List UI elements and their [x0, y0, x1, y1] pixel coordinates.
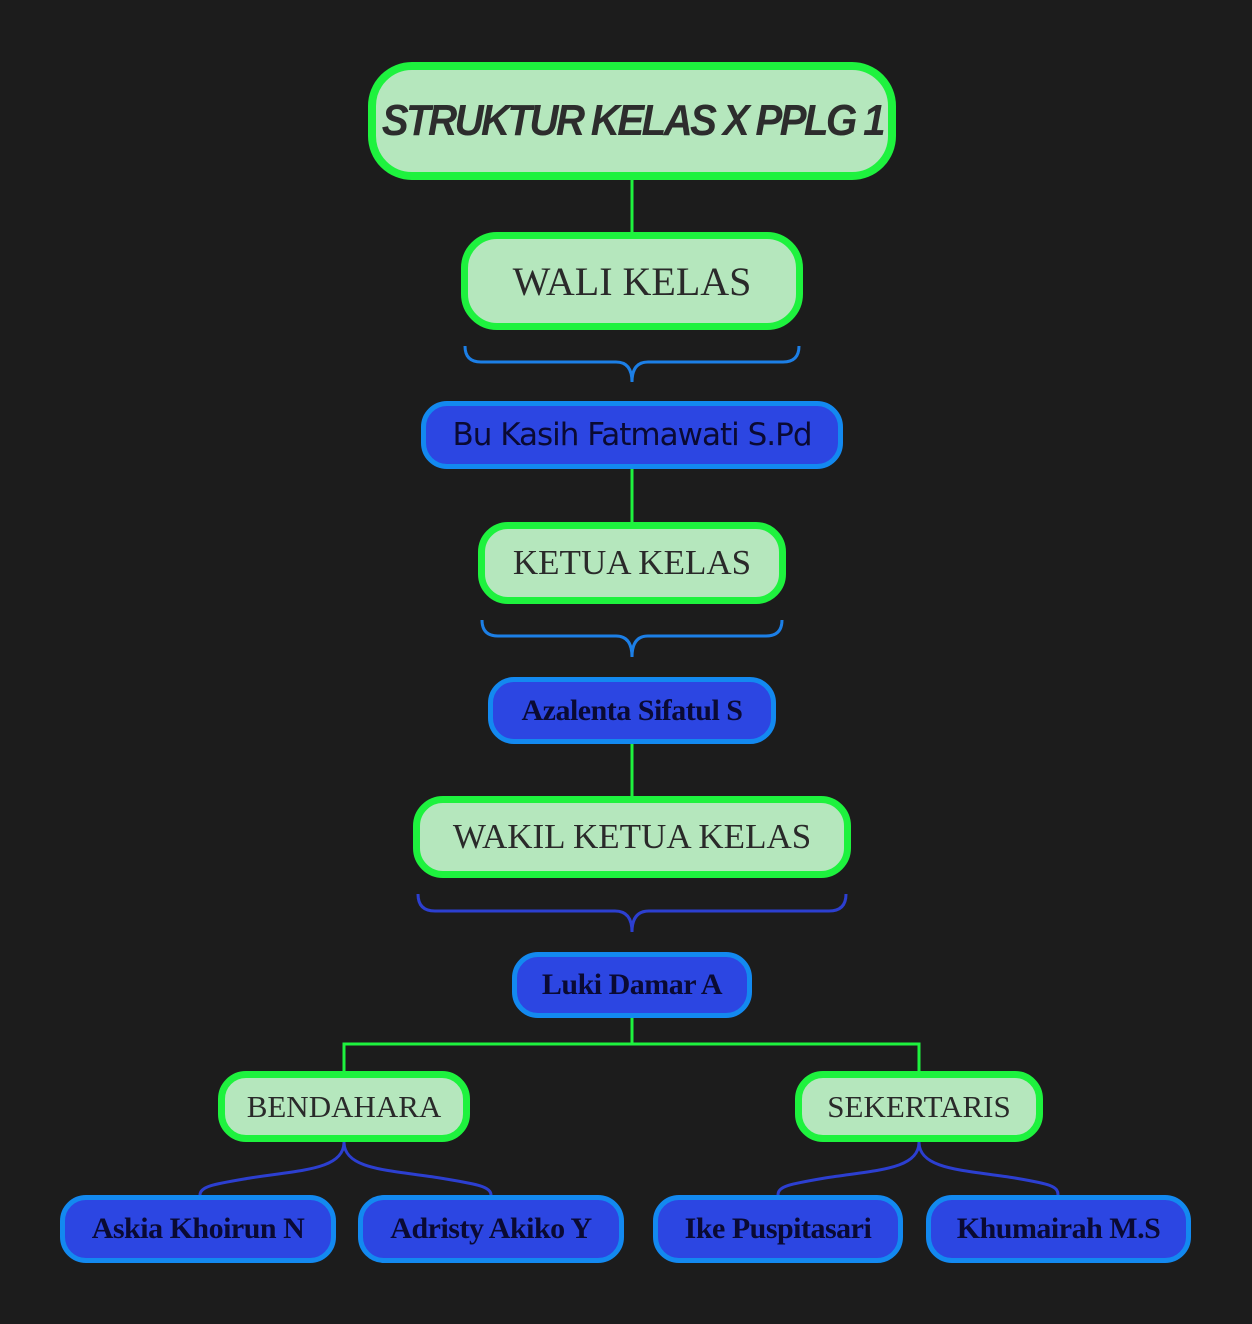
sekertaris-node: SEKERTARIS: [795, 1071, 1043, 1142]
ketua-kelas-name-node: Azalenta Sifatul S: [488, 677, 776, 744]
diagram-title: STRUKTUR KELAS X PPLG 1: [381, 96, 885, 145]
ketua-kelas-node: KETUA KELAS: [478, 522, 786, 604]
brace-wakil: [416, 893, 848, 933]
wali-kelas-node: WALI KELAS: [461, 232, 803, 330]
sekertaris-member-node: Khumairah M.S: [926, 1195, 1191, 1263]
brace-wali: [463, 345, 801, 383]
wali-kelas-name-node: Bu Kasih Fatmawati S.Pd: [421, 401, 843, 469]
bendahara-member-node: Adristy Akiko Y: [358, 1195, 624, 1263]
sekertaris-member-node: Ike Puspitasari: [653, 1195, 903, 1263]
connector-sekertaris-ike: [776, 1141, 921, 1196]
diagram-title-node: STRUKTUR KELAS X PPLG 1: [368, 62, 896, 180]
wakil-ketua-node: WAKIL KETUA KELAS: [413, 796, 851, 878]
bendahara-node: BENDAHARA: [218, 1071, 470, 1142]
connector-sekertaris-khum: [917, 1141, 1060, 1196]
connector-bendahara-askia: [198, 1141, 346, 1196]
bendahara-member-node: Askia Khoirun N: [60, 1195, 336, 1263]
connector-bendahara-adristy: [342, 1141, 493, 1196]
brace-ketua: [480, 619, 784, 658]
wakil-ketua-name-node: Luki Damar A: [512, 952, 752, 1018]
connector-luki-split: [342, 1018, 921, 1071]
